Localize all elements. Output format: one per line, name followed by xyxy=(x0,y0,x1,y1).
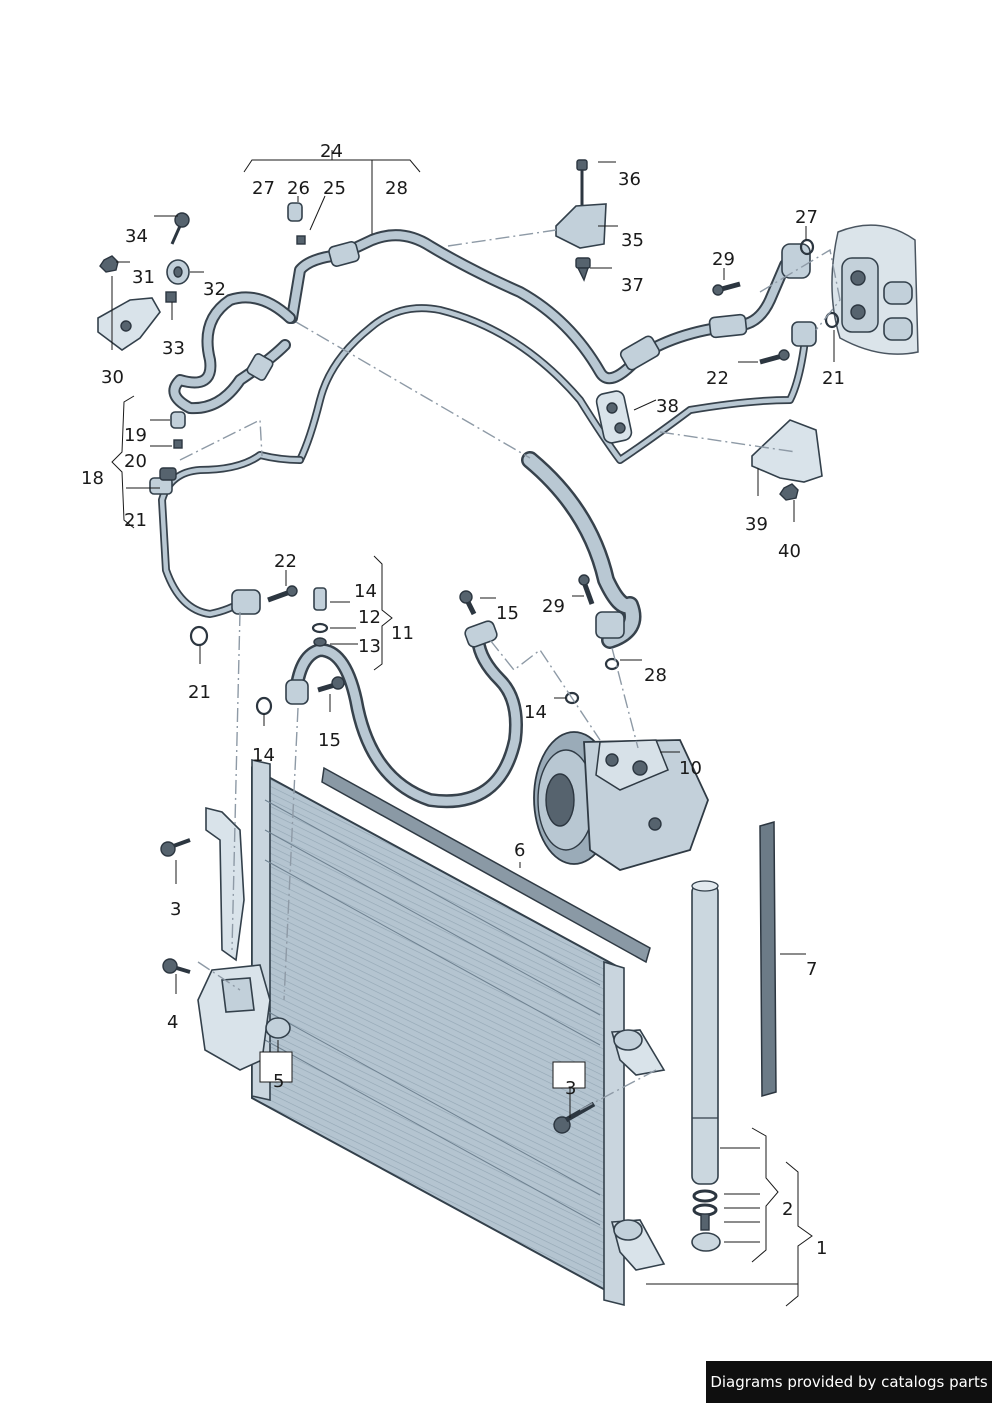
compressor xyxy=(533,731,709,871)
leader-lines xyxy=(111,150,835,1307)
credit-banner: Diagrams provided by catalogs parts xyxy=(706,1361,992,1403)
label-20: 20 xyxy=(124,451,147,472)
label-34: 34 xyxy=(125,226,148,247)
part-labels: 24 27 26 25 28 36 35 37 34 31 32 33 30 1… xyxy=(81,141,845,1259)
label-29: 29 xyxy=(542,596,565,617)
label-10: 10 xyxy=(679,758,702,779)
label-38: 38 xyxy=(656,396,679,417)
label-21: 21 xyxy=(822,368,845,389)
seal-strip-vertical xyxy=(759,821,777,1097)
label-37: 37 xyxy=(621,275,644,296)
label-39: 39 xyxy=(745,514,768,535)
label-4: 4 xyxy=(167,1012,178,1033)
label-40: 40 xyxy=(778,541,801,562)
label-19: 19 xyxy=(124,425,147,446)
label-27: 27 xyxy=(795,207,818,228)
label-26: 26 xyxy=(287,178,310,199)
label-13: 13 xyxy=(358,636,381,657)
receiver-drier xyxy=(691,880,721,1252)
label-22: 22 xyxy=(274,551,297,572)
label-32: 32 xyxy=(203,279,226,300)
label-14: 14 xyxy=(524,702,547,723)
evaporator-flange xyxy=(831,224,919,355)
label-3: 3 xyxy=(565,1078,576,1099)
label-36: 36 xyxy=(618,169,641,190)
guide-lines xyxy=(179,229,841,1111)
label-15: 15 xyxy=(318,730,341,751)
refrigerant-lines xyxy=(149,229,817,809)
label-22: 22 xyxy=(706,368,729,389)
label-14: 14 xyxy=(252,745,275,766)
label-1: 1 xyxy=(816,1238,827,1259)
label-30: 30 xyxy=(101,367,124,388)
label-5: 5 xyxy=(273,1071,284,1092)
label-21: 21 xyxy=(188,682,211,703)
label-12: 12 xyxy=(358,607,381,628)
seal-strip xyxy=(321,766,651,964)
small-parts xyxy=(97,159,840,1134)
label-25: 25 xyxy=(323,178,346,199)
condenser xyxy=(197,759,666,1307)
label-21: 21 xyxy=(124,510,147,531)
label-14: 14 xyxy=(354,581,377,602)
label-33: 33 xyxy=(162,338,185,359)
label-24: 24 xyxy=(320,141,343,162)
label-2: 2 xyxy=(782,1199,793,1220)
label-3: 3 xyxy=(170,899,181,920)
label-35: 35 xyxy=(621,230,644,251)
label-15: 15 xyxy=(496,603,519,624)
label-11: 11 xyxy=(391,623,414,644)
label-7: 7 xyxy=(806,959,817,980)
label-18: 18 xyxy=(81,468,104,489)
label-31: 31 xyxy=(132,267,155,288)
label-29: 29 xyxy=(712,249,735,270)
label-28: 28 xyxy=(385,178,408,199)
label-6: 6 xyxy=(514,840,525,861)
label-27: 27 xyxy=(252,178,275,199)
label-28: 28 xyxy=(644,665,667,686)
